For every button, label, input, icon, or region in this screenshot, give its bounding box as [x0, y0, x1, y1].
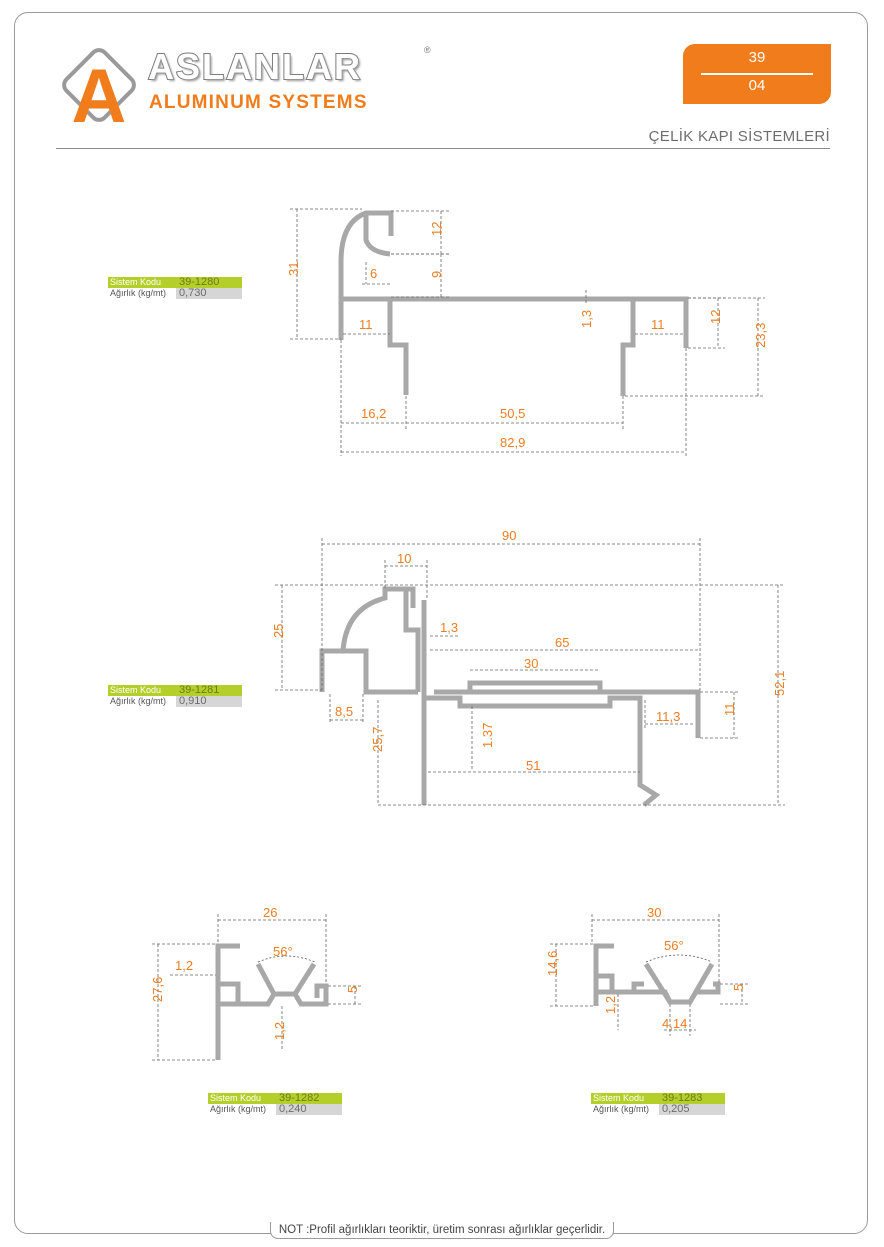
profile-39-1283-drawing: 30 56° 14,6 5 1,2 4,14 [545, 905, 748, 1036]
dim-label: 26 [263, 905, 277, 920]
dim-label: 90 [502, 528, 516, 543]
dim-label: 1,3 [440, 620, 458, 635]
dim-label: 50,5 [500, 406, 525, 421]
profile-39-1283-shape [593, 943, 721, 1006]
logo-mark: A [62, 48, 136, 128]
registered-mark: ® [424, 45, 431, 55]
dim-label: 51 [526, 758, 540, 773]
dim-label: 1,2 [603, 996, 618, 1014]
profile-39-1280-drawing: 31 12 6 9 11 1,3 11 12 23,3 16,2 50,5 82… [286, 208, 768, 456]
page-number-bottom: 04 [748, 77, 766, 94]
weight-label: Ağırlık (kg/mt) [591, 1104, 659, 1115]
dim-label: 25 [271, 624, 286, 638]
system-code-value: 39-1280 [176, 277, 242, 288]
dim-label: 1,3 [579, 310, 594, 328]
brand-subtitle: ALUMINUM SYSTEMS [149, 92, 368, 113]
dim-label: 12 [429, 222, 444, 236]
weight-value: 0,240 [276, 1104, 342, 1115]
system-code-label: Sistem Kodu [108, 277, 176, 288]
dim-label: 5 [345, 986, 360, 993]
dim-label: 82,9 [500, 435, 525, 450]
system-code-label: Sistem Kodu [208, 1093, 276, 1104]
dim-label: 30 [524, 656, 538, 671]
dim-label: 1,2 [272, 1022, 287, 1040]
page-number-tab: 39 04 [683, 44, 831, 104]
profile-39-1282-shape [215, 943, 329, 1060]
system-code-label: Sistem Kodu [591, 1093, 659, 1104]
dim-label: 31 [286, 262, 301, 276]
dim-label: 4,14 [662, 1016, 687, 1031]
weight-value: 0,205 [659, 1104, 725, 1115]
weight-label: Ağırlık (kg/mt) [108, 696, 176, 707]
footer-note-text: NOT :Profil ağırlıkları teoriktir, üreti… [269, 1222, 615, 1239]
dim-label: 11 [722, 703, 737, 717]
dim-label: 16,2 [361, 406, 386, 421]
dim-label: 14,6 [545, 951, 560, 976]
section-title: ÇELİK KAPI SİSTEMLERİ [648, 128, 830, 145]
dim-label: 5 [731, 984, 746, 991]
weight-value: 0,730 [176, 288, 242, 299]
dim-label: 23,3 [753, 323, 768, 348]
system-code-value: 39-1283 [659, 1093, 725, 1104]
dim-label: 1.37 [480, 723, 495, 748]
page-number-top: 39 [748, 49, 766, 66]
profile-39-1281-drawing: 90 10 25 1,3 65 30 52,1 8,5 11,3 11 25,7… [271, 528, 787, 807]
dim-label: 25,7 [370, 727, 385, 752]
dim-label: 27,6 [150, 977, 165, 1002]
dim-label: 52,1 [772, 671, 787, 696]
dim-label: 1,2 [175, 958, 193, 973]
dim-label: 11 [651, 317, 665, 332]
dim-label: 8,5 [335, 704, 353, 719]
profile-39-1281-shape [319, 586, 701, 807]
dim-label: 10 [397, 551, 411, 566]
dim-label: 30 [647, 905, 661, 920]
dim-label: 12 [708, 310, 723, 324]
profile-39-1281-dimension-lines [275, 538, 785, 806]
system-code-value: 39-1282 [276, 1093, 342, 1104]
page-number-separator [701, 73, 813, 75]
system-code-label: Sistem Kodu [108, 685, 176, 696]
weight-value: 0,910 [176, 696, 242, 707]
title-rule [56, 148, 830, 149]
logo-letter: A [72, 54, 127, 128]
dim-label: 11,3 [656, 709, 680, 724]
dim-label: 11 [359, 317, 373, 332]
footer-note: NOT :Profil ağırlıkları teoriktir, üreti… [0, 1220, 884, 1239]
weight-label: Ağırlık (kg/mt) [208, 1104, 276, 1115]
profile-39-1283-dimension-lines [550, 914, 748, 1036]
profile-39-1282-dimension-lines [152, 914, 362, 1061]
profile-39-1282-drawing: 26 56° 1,2 27,6 5 1,2 [150, 905, 362, 1061]
system-code-value: 39-1281 [176, 685, 242, 696]
dim-label: 65 [555, 635, 569, 650]
dim-label: 56° [664, 938, 684, 953]
profile-39-1280-dimension-lines [290, 208, 765, 456]
dim-label: 9 [429, 271, 444, 278]
brand-name: ASLANLAR [147, 45, 362, 88]
profile-39-1280-shape [338, 210, 689, 396]
dim-label: 6 [370, 266, 377, 281]
dim-label: 56° [273, 944, 293, 959]
weight-label: Ağırlık (kg/mt) [108, 288, 176, 299]
